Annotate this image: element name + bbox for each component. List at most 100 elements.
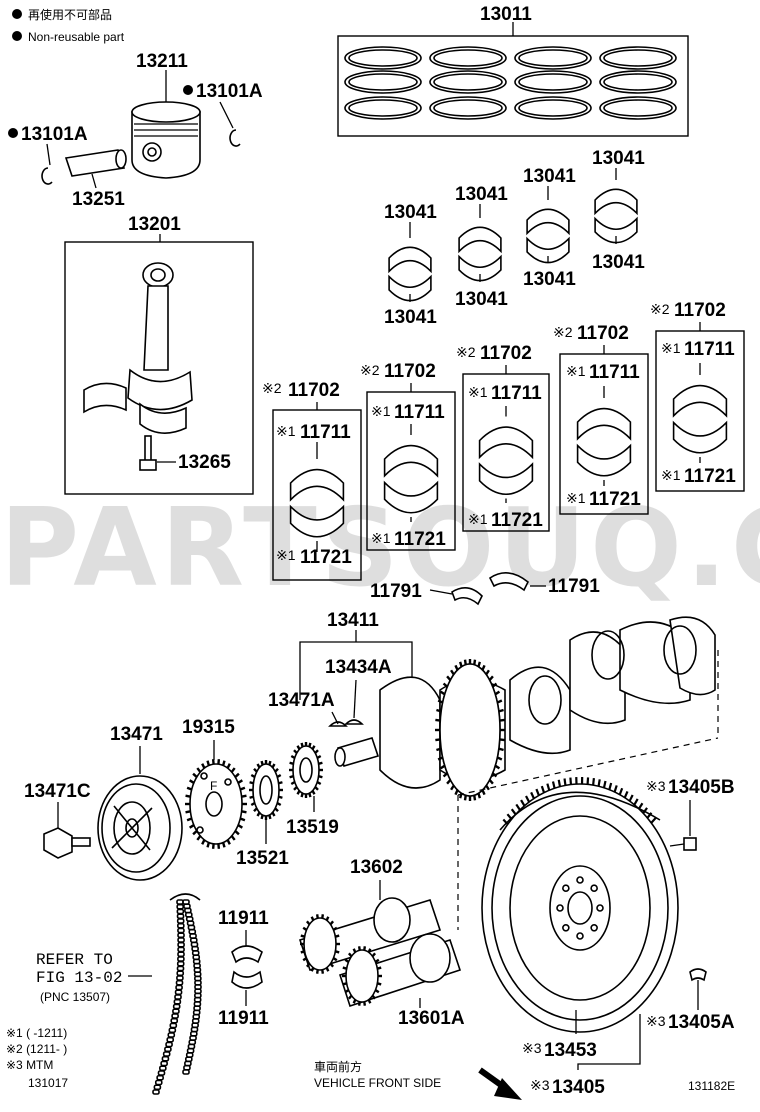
part-13011[interactable]: 13011: [480, 4, 532, 25]
bearing-shell: [594, 188, 638, 216]
chain-link: [164, 1046, 172, 1053]
chain-link: [189, 1035, 197, 1041]
bearing-shell: [672, 420, 728, 454]
part-13453[interactable]: 13453: [544, 1040, 597, 1061]
part-11702-2[interactable]: 11702: [384, 361, 436, 382]
gear-hole: [196, 826, 204, 834]
part-11791-right[interactable]: 11791: [548, 576, 600, 597]
part-13434a[interactable]: 13434A: [325, 657, 392, 678]
part-11911-upper[interactable]: 11911: [218, 908, 269, 929]
gear-hub: [299, 757, 313, 783]
part-13601a[interactable]: 13601A: [398, 1008, 465, 1029]
part-11711-3[interactable]: 11711: [491, 383, 542, 404]
chain-top: [169, 893, 201, 901]
flywheel-bolt-hole: [576, 932, 584, 940]
chain-link: [194, 979, 202, 986]
part-13211[interactable]: 13211: [136, 51, 188, 72]
gear-tooth: [192, 830, 198, 836]
note-1: ※1 ( -1211): [6, 1026, 67, 1040]
ring-gear-tooth: [502, 818, 509, 825]
chain-link: [176, 965, 185, 972]
part-13405[interactable]: 13405: [552, 1077, 605, 1098]
part-13602[interactable]: 13602: [350, 857, 403, 878]
part-13471c[interactable]: 13471C: [24, 781, 91, 802]
part-11702-5[interactable]: 11702: [674, 300, 726, 321]
part-11711-2[interactable]: 11711: [394, 402, 445, 423]
part-13041-5[interactable]: 13041: [523, 166, 576, 187]
ring-gear-tooth: [557, 779, 562, 787]
part-11721-1[interactable]: 11721: [300, 547, 352, 568]
part-11711-4[interactable]: 11711: [589, 362, 640, 383]
balance-gears: [300, 914, 382, 1006]
part-13201[interactable]: 13201: [128, 214, 181, 235]
part-13405b[interactable]: 13405B: [668, 777, 735, 798]
part-13041-8[interactable]: 13041: [592, 252, 645, 273]
part-13101a-left[interactable]: 13101A: [21, 124, 88, 145]
part-13041-4[interactable]: 13041: [455, 289, 508, 310]
part-13471a[interactable]: 13471A: [268, 690, 335, 711]
flywheel-bolt-hole: [576, 876, 584, 884]
piston-ring: [514, 96, 592, 120]
bearing-shell: [458, 226, 502, 254]
part-11721-4[interactable]: 11721: [589, 489, 641, 510]
part-11702-1[interactable]: 11702: [288, 380, 340, 401]
chain-link: [176, 899, 184, 905]
chain-link: [184, 1060, 192, 1067]
part-11702-4[interactable]: 11702: [577, 323, 629, 344]
ring-gear-tooth: [506, 813, 513, 820]
part-13521[interactable]: 13521: [236, 848, 289, 869]
crankshaft-illustration: [334, 616, 719, 801]
part-13471[interactable]: 13471: [110, 724, 163, 745]
piston-illustration: [131, 70, 201, 179]
part-13041-7[interactable]: 13041: [592, 148, 645, 169]
piston-ring: [514, 46, 592, 70]
mark-3: ※3: [522, 1040, 542, 1056]
bearing-shell: [478, 426, 534, 460]
part-13101a-right[interactable]: 13101A: [196, 81, 263, 102]
chain-link: [194, 988, 202, 995]
mark-1: ※1: [468, 384, 488, 400]
chain-link: [176, 918, 185, 924]
bearing-shell: [458, 254, 502, 282]
thrust-washers: [429, 572, 546, 606]
part-19315[interactable]: 19315: [182, 717, 235, 738]
gear-body: [303, 917, 337, 971]
part-11721-2[interactable]: 11721: [394, 529, 446, 550]
piston-ring-inner: [518, 99, 588, 117]
part-13041-6[interactable]: 13041: [523, 269, 576, 290]
flywheel-bolt-hole: [556, 904, 564, 912]
mark-1: ※1: [566, 363, 586, 379]
chain-link: [194, 992, 202, 999]
part-11791-left[interactable]: 11791: [370, 581, 422, 602]
part-13041-3[interactable]: 13041: [455, 184, 508, 205]
non-reusable-dot-icon: [12, 31, 22, 41]
refer-line-1: REFER TO: [36, 951, 113, 969]
part-11721-5[interactable]: 11721: [684, 466, 736, 487]
mark-2: ※2: [650, 301, 670, 317]
part-13041-1[interactable]: 13041: [384, 202, 437, 223]
chain-link: [166, 1036, 175, 1043]
part-11911-lower[interactable]: 11911: [218, 1008, 269, 1029]
ring-gear-tooth: [602, 780, 607, 789]
mark-1: ※1: [276, 547, 296, 563]
part-11711-1[interactable]: 11711: [300, 422, 351, 443]
part-13405a[interactable]: 13405A: [668, 1012, 735, 1033]
conrod-illustration: [83, 262, 193, 434]
chain-link: [152, 1089, 160, 1095]
part-11721-3[interactable]: 11721: [491, 510, 543, 531]
part-13411[interactable]: 13411: [327, 610, 379, 631]
part-13041-2[interactable]: 13041: [384, 307, 437, 328]
part-13265[interactable]: 13265: [178, 452, 231, 473]
part-11702-3[interactable]: 11702: [480, 343, 532, 364]
part-13251[interactable]: 13251: [72, 189, 125, 210]
part-13519[interactable]: 13519: [286, 817, 339, 838]
ring-gear-tooth: [633, 798, 639, 806]
piston-ring-inner: [518, 73, 588, 91]
chain-link: [168, 1027, 177, 1034]
chain-link: [160, 1060, 168, 1067]
part-11711-5[interactable]: 11711: [684, 339, 735, 360]
chain-link: [193, 1005, 201, 1012]
ring-gear-tooth: [637, 802, 644, 810]
bearing-shell: [672, 384, 728, 418]
chain-link: [176, 903, 184, 910]
